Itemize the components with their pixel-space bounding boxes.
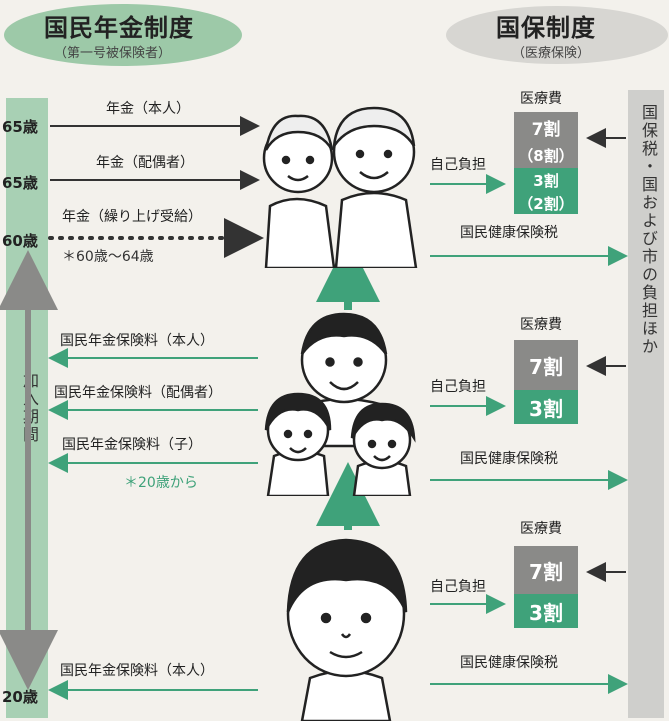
premium-self-label: 国民年金保険料（本人） xyxy=(60,333,214,349)
age-65-spouse: 65歳 xyxy=(2,174,38,192)
mother-figure xyxy=(264,392,332,496)
age-60: 60歳 xyxy=(2,232,38,250)
pension-early-label: 年金（繰り上げ受給） xyxy=(62,209,202,225)
funding-label: 国保税・国および市の負担ほか xyxy=(639,104,658,356)
grandfather-figure xyxy=(332,106,418,268)
right-title-oval xyxy=(446,6,668,64)
left-title: 国民年金制度 xyxy=(44,14,194,42)
self-pay-label-1: 自己負担 xyxy=(430,157,486,173)
elderly-cell-3: 3割 xyxy=(514,168,578,192)
premium-spouse-label: 国民年金保険料（配偶者） xyxy=(54,385,222,401)
age-65-self: 65歳 xyxy=(2,118,38,136)
premium-child-label: 国民年金保険料（子） xyxy=(62,437,202,453)
young-man-figure xyxy=(286,538,408,721)
national-funding-bar xyxy=(628,90,664,718)
elderly-cell-2: （2割） xyxy=(514,192,578,214)
family-cell-7: 7割 xyxy=(514,340,578,390)
premium-young-label: 国民年金保険料（本人） xyxy=(60,663,214,679)
right-subtitle: （医療保険） xyxy=(512,46,591,61)
elderly-cell-7: 7割 xyxy=(514,112,578,142)
young-man-illustration xyxy=(286,538,408,721)
grandmother-figure xyxy=(262,114,336,268)
elderly-cell-8: （8割） xyxy=(514,142,578,168)
self-pay-label-2: 自己負担 xyxy=(430,379,486,395)
medical-cost-label-2: 医療費 xyxy=(520,317,562,333)
tax-label-3: 国民健康保険税 xyxy=(460,655,558,671)
medical-cost-label-1: 医療費 xyxy=(520,91,562,107)
pension-early-note: ＊60歳〜64歳 xyxy=(62,249,154,265)
young-cell-7: 7割 xyxy=(514,546,578,594)
self-pay-label-3: 自己負担 xyxy=(430,579,486,595)
family-cell-3: 3割 xyxy=(514,390,578,424)
right-title: 国保制度 xyxy=(496,14,596,42)
medical-cost-label-3: 医療費 xyxy=(520,521,562,537)
left-subtitle: （第一号被保険者） xyxy=(54,46,172,61)
age-20: 20歳 xyxy=(2,688,38,706)
left-title-oval xyxy=(4,4,242,66)
pension-spouse-label: 年金（配偶者） xyxy=(96,155,194,171)
elderly-couple-illustration xyxy=(262,106,418,268)
young-cell-3: 3割 xyxy=(514,594,578,628)
family-illustration xyxy=(264,312,416,496)
tax-label-2: 国民健康保険税 xyxy=(460,451,558,467)
tax-label-1: 国民健康保険税 xyxy=(460,225,558,241)
pension-self-label: 年金（本人） xyxy=(106,101,190,117)
premium-child-note: ＊20歳から xyxy=(124,475,198,491)
child-figure xyxy=(350,402,416,496)
